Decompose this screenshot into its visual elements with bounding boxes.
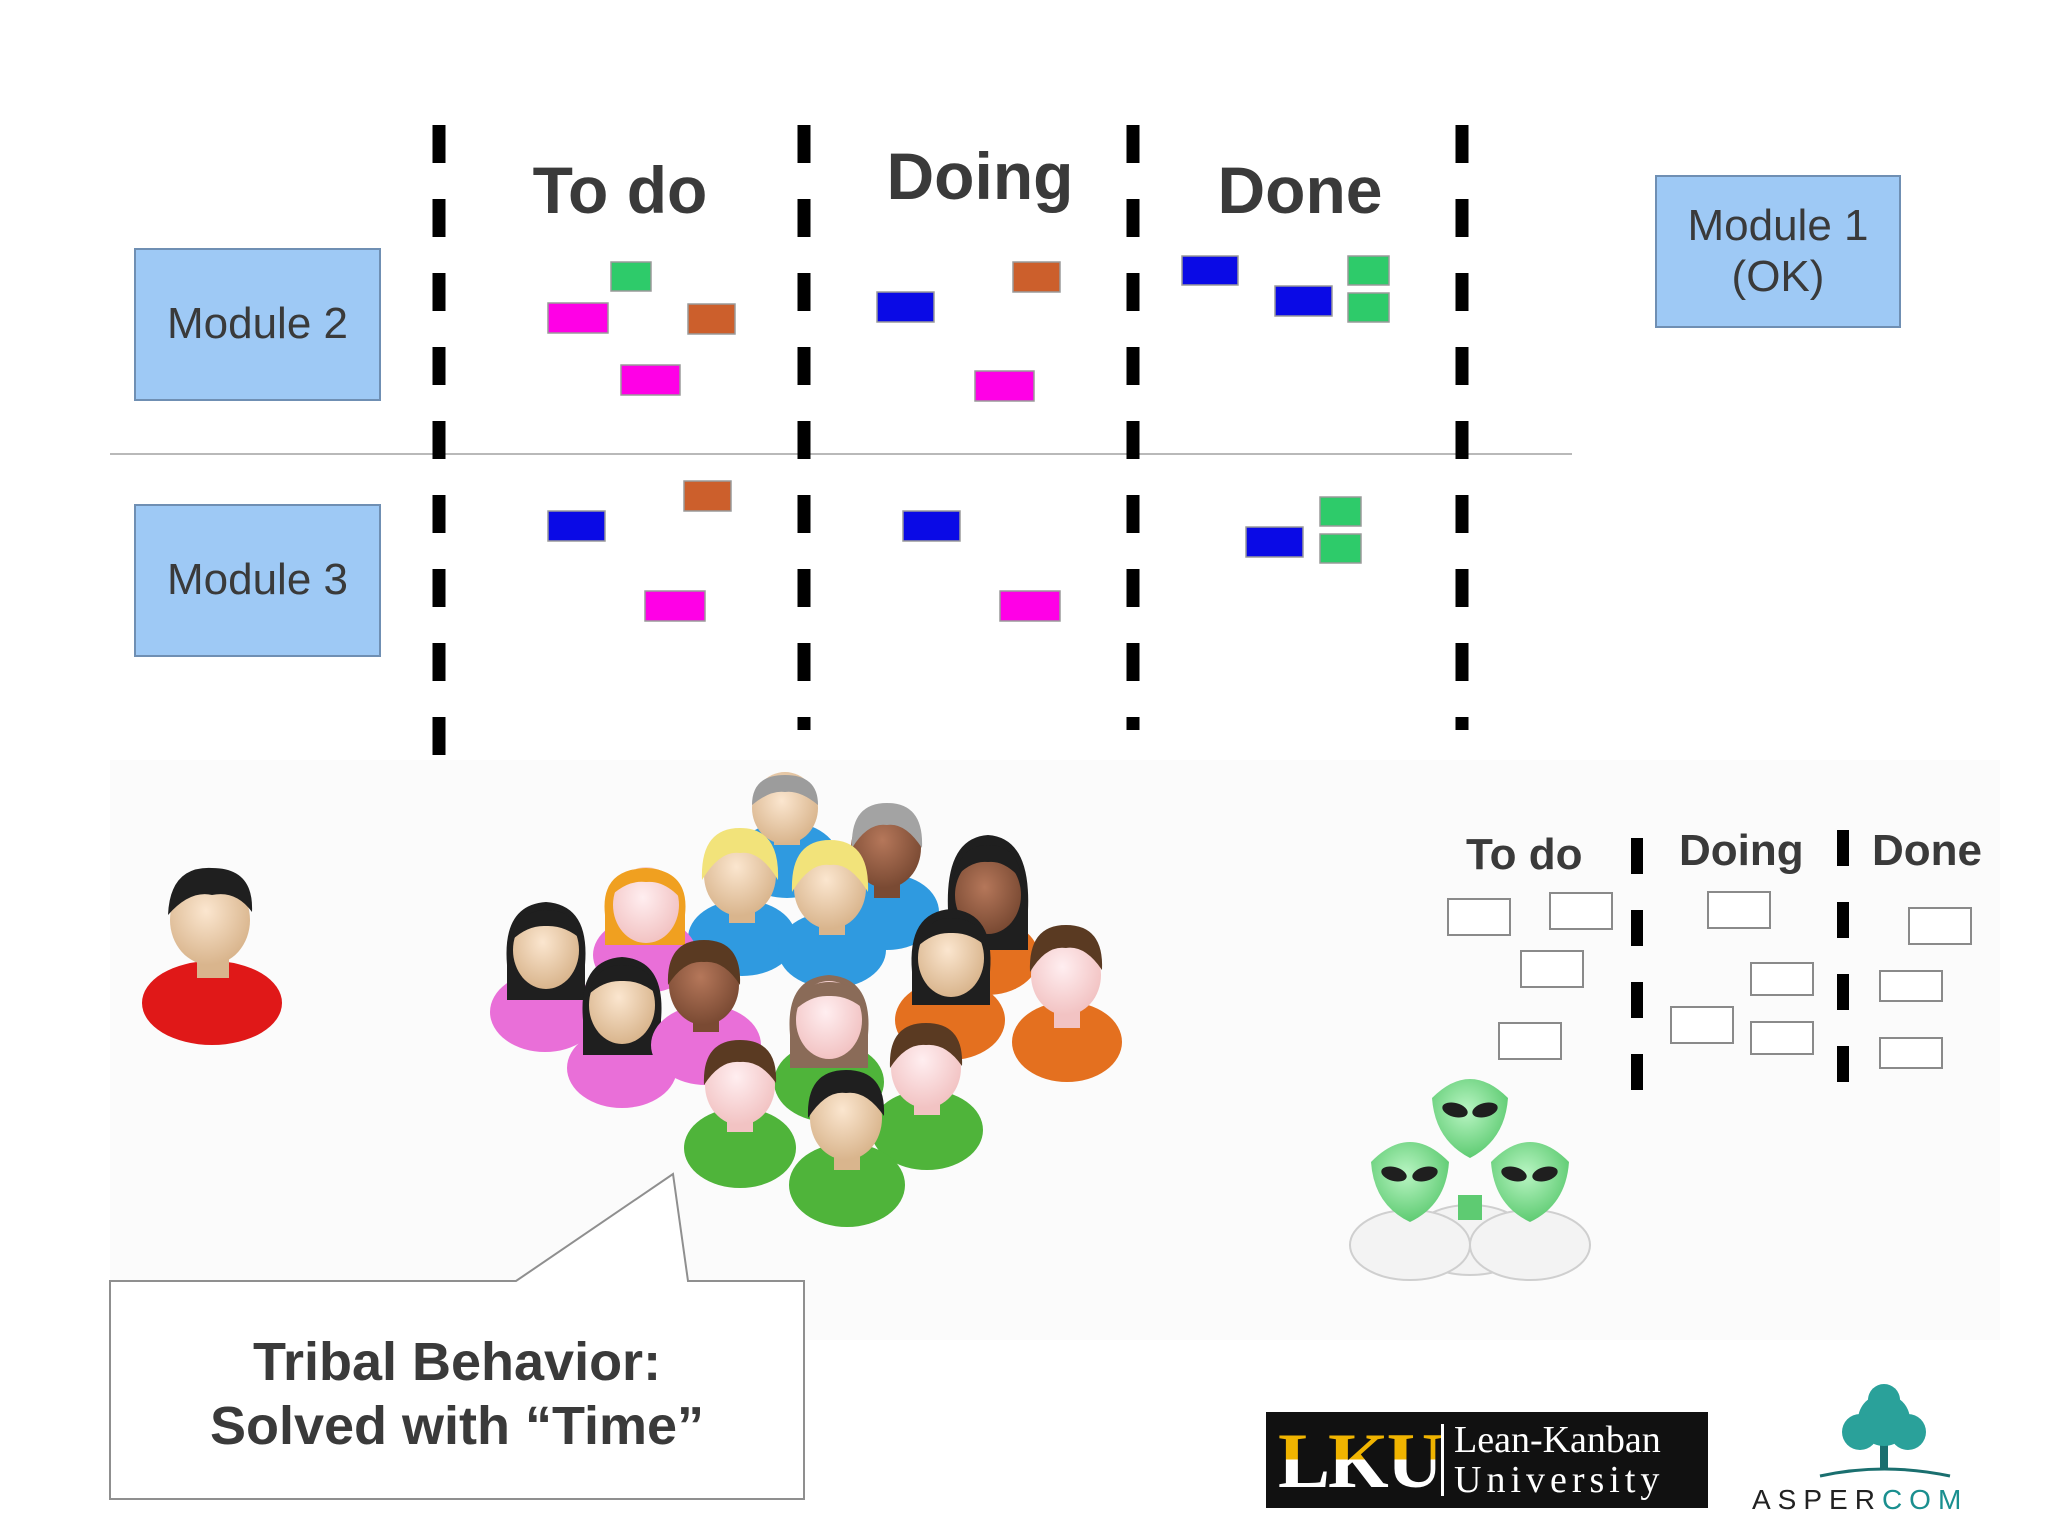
- card: [876, 291, 935, 323]
- module-3-box: Module 3: [134, 504, 381, 657]
- card: [1319, 533, 1362, 564]
- module-1-status: (OK): [1731, 251, 1825, 301]
- mini-column-title-doing: Doing: [1679, 826, 1804, 875]
- card: [974, 370, 1035, 402]
- mini-card: [1549, 892, 1613, 930]
- column-title-done: Done: [1217, 153, 1383, 227]
- mini-card: [1447, 898, 1511, 936]
- aspercom-main: ASPER: [1752, 1484, 1882, 1515]
- card: [902, 510, 961, 542]
- card: [1319, 496, 1362, 527]
- card: [610, 261, 652, 292]
- mini-card: [1707, 891, 1771, 929]
- mini-card: [1879, 1037, 1943, 1069]
- card: [620, 364, 681, 396]
- mini-board-separators: [1631, 830, 1849, 1098]
- lone-person-icon: [142, 867, 282, 1045]
- module-2-box: Module 2: [134, 248, 381, 401]
- card: [999, 590, 1061, 622]
- module-1-box: Module 1 (OK): [1655, 175, 1901, 328]
- lku-name-line-2: University: [1454, 1459, 1665, 1501]
- card: [547, 302, 609, 334]
- mini-card: [1498, 1022, 1562, 1060]
- column-separators: [432, 125, 1469, 755]
- callout-line-2: Solved with “Time”: [209, 1396, 705, 1456]
- aspercom-accent: COM: [1881, 1484, 1969, 1515]
- mini-card: [1670, 1006, 1734, 1044]
- aspercom-logo: ASPERCOM: [1752, 1484, 1968, 1516]
- mini-card: [1520, 950, 1584, 988]
- callout-text: Tribal Behavior: Solved with “Time”: [112, 1330, 802, 1458]
- lku-divider: [1441, 1424, 1444, 1496]
- column-title-todo: To do: [532, 153, 708, 227]
- mini-card: [1908, 907, 1972, 945]
- lku-name-line-1: Lean-Kanban: [1454, 1419, 1661, 1461]
- module-1-label: Module 1: [1687, 200, 1869, 250]
- aliens-icon: [1349, 1079, 1591, 1281]
- aspercom-tree-icon: [1819, 1384, 1951, 1478]
- mini-column-title-todo: To do: [1466, 830, 1583, 879]
- module-3-label: Module 3: [166, 555, 348, 605]
- column-title-doing: Doing: [886, 139, 1074, 213]
- card: [1347, 292, 1390, 323]
- card: [1012, 261, 1061, 293]
- card: [1181, 255, 1239, 286]
- mini-card: [1750, 962, 1814, 996]
- card: [1245, 526, 1304, 558]
- callout-bubble: [109, 1172, 805, 1500]
- cards-row-1: [547, 255, 1390, 402]
- card: [683, 480, 732, 512]
- card: [1274, 285, 1333, 317]
- card: [644, 590, 706, 622]
- lku-mark: LKU: [1278, 1417, 1443, 1504]
- mini-column-title-done: Done: [1872, 826, 1982, 875]
- mini-board-cards: [1447, 891, 1972, 1069]
- cards-row-2: [547, 480, 1362, 622]
- mini-card: [1879, 970, 1943, 1002]
- callout-line-1: Tribal Behavior:: [252, 1332, 662, 1392]
- crowd-icon: [490, 772, 1122, 1227]
- card: [547, 510, 606, 542]
- card: [1347, 255, 1390, 286]
- lku-logo: LKU Lean-Kanban University: [1266, 1412, 1708, 1508]
- card: [687, 303, 736, 335]
- mini-card: [1750, 1021, 1814, 1055]
- module-2-label: Module 2: [166, 299, 348, 349]
